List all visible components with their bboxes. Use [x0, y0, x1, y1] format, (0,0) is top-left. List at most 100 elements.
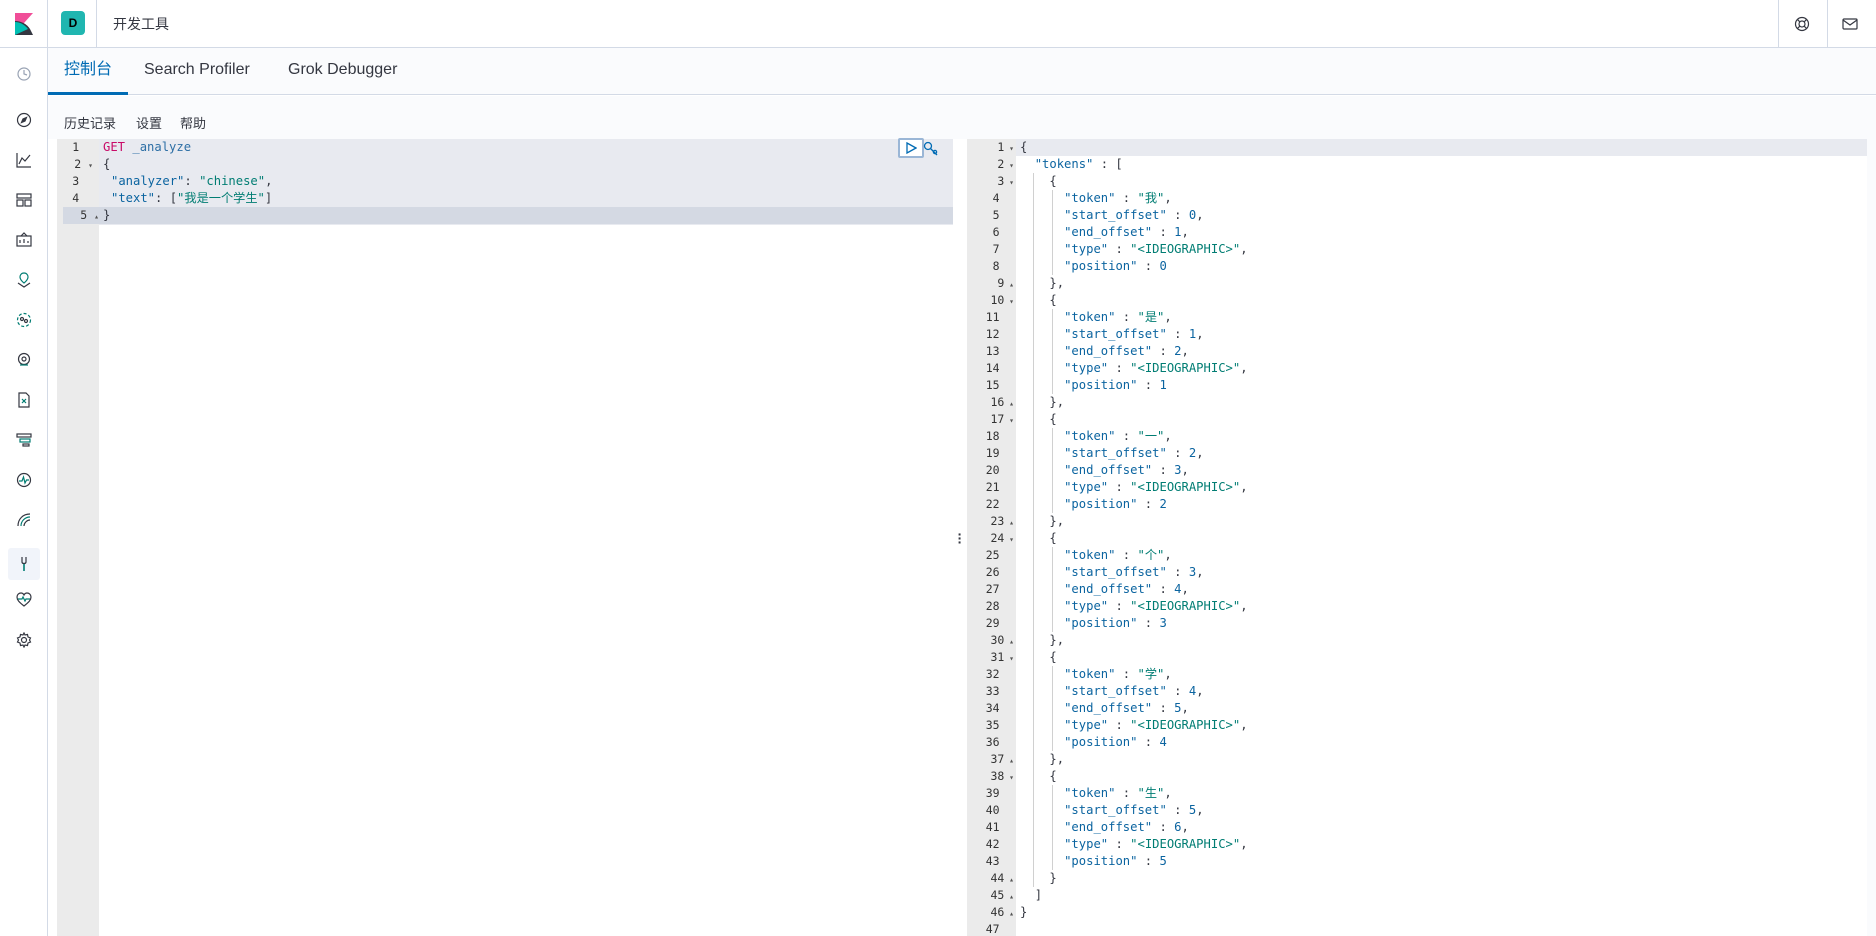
infrastructure-icon[interactable]: [12, 348, 36, 372]
fold-open-icon[interactable]: ▾: [88, 161, 93, 170]
line-number: 13: [968, 343, 1014, 360]
fold-spacer: [1000, 348, 1014, 357]
fold-spacer: [1000, 858, 1014, 867]
wrench-icon[interactable]: [922, 140, 940, 158]
logs-icon[interactable]: [12, 388, 36, 412]
code-line: "start_offset" : 4,: [1064, 684, 1204, 698]
dev-tools-icon[interactable]: [8, 548, 40, 580]
line-number: 16 ▴: [990, 395, 1015, 409]
code-line: {: [1049, 293, 1057, 307]
console-toolbar: 历史记录 设置 帮助: [48, 96, 1876, 139]
line-number: 29: [968, 615, 1014, 632]
tab-grok-debugger[interactable]: Grok Debugger: [288, 61, 398, 78]
apm-icon[interactable]: [12, 428, 36, 452]
code-line: "token" : "生",: [1064, 786, 1172, 800]
request-empty-area[interactable]: [99, 225, 953, 936]
fold-spacer: [1000, 671, 1014, 680]
code-line: {: [1049, 174, 1057, 188]
line-number: 45 ▴: [990, 888, 1015, 902]
code-line: },: [1049, 752, 1065, 766]
fold-close-icon[interactable]: ▴: [1004, 756, 1014, 765]
fold-spacer: [1000, 807, 1014, 816]
line-number: 4: [72, 191, 80, 205]
history-link[interactable]: 历史记录: [64, 116, 117, 131]
code-line: "end_offset" : 6,: [1064, 820, 1189, 834]
fold-close-icon[interactable]: ▴: [94, 212, 99, 221]
fold-open-icon[interactable]: ▾: [1004, 535, 1014, 544]
fold-spacer: [1000, 841, 1014, 850]
send-request-button[interactable]: [898, 138, 924, 158]
line-number: 14: [968, 360, 1014, 377]
line-number: 17 ▾: [990, 412, 1015, 426]
fold-open-icon[interactable]: ▾: [1004, 297, 1014, 306]
code-line: {: [1049, 650, 1057, 664]
code-line: "end_offset" : 3,: [1064, 463, 1189, 477]
canvas-icon[interactable]: [12, 228, 36, 252]
fold-open-icon[interactable]: ▾: [1004, 178, 1014, 187]
code-line: GET _analyze: [103, 140, 192, 154]
header-divider: [1827, 0, 1828, 48]
dashboard-icon[interactable]: [12, 188, 36, 212]
fold-open-icon[interactable]: ▾: [1004, 161, 1014, 170]
code-line: }: [99, 207, 953, 224]
code-line: },: [1049, 514, 1065, 528]
discover-icon[interactable]: [12, 108, 36, 132]
line-number: 4: [968, 190, 1014, 207]
code-line: "type" : "<IDEOGRAPHIC>",: [1064, 480, 1248, 494]
line-number: 26: [968, 564, 1014, 581]
code-line: "start_offset" : 1,: [1064, 327, 1204, 341]
visualize-icon[interactable]: [12, 148, 36, 172]
line-number: 46 ▴: [990, 905, 1015, 919]
fold-spacer: [1000, 195, 1014, 204]
fold-close-icon[interactable]: ▴: [1004, 399, 1014, 408]
fold-close-icon[interactable]: ▴: [1004, 280, 1014, 289]
settings-link[interactable]: 设置: [136, 116, 163, 131]
fold-close-icon[interactable]: ▴: [1004, 518, 1014, 527]
code-line: {: [1049, 769, 1057, 783]
tab-console[interactable]: 控制台: [48, 48, 129, 95]
line-number: 1: [72, 140, 80, 154]
fold-spacer: [1000, 314, 1014, 323]
response-editor[interactable]: 1 ▾2 ▾3 ▾4 5 6 7 8 9 ▴10 ▾11 12 13 14 15…: [967, 139, 1867, 936]
code-line: "position" : 4: [1064, 735, 1167, 749]
line-number: 34: [968, 700, 1014, 717]
code-line: "token" : "一",: [1064, 429, 1172, 443]
code-line: "start_offset" : 0,: [1064, 208, 1204, 222]
monitoring-icon[interactable]: [12, 588, 36, 612]
line-number: 12: [968, 326, 1014, 343]
fold-close-icon[interactable]: ▴: [1004, 909, 1014, 918]
machine-learning-icon[interactable]: [12, 308, 36, 332]
management-icon[interactable]: [12, 628, 36, 652]
help-link[interactable]: 帮助: [180, 116, 207, 131]
fold-open-icon[interactable]: ▾: [1004, 773, 1014, 782]
fold-spacer: [1000, 246, 1014, 255]
editor-resizer[interactable]: ···: [953, 139, 967, 936]
space-avatar[interactable]: D: [61, 11, 85, 35]
fold-spacer: [1000, 926, 1014, 935]
fold-spacer: [1000, 688, 1014, 697]
code-line: "tokens" : [: [1034, 157, 1123, 171]
maps-icon[interactable]: [12, 268, 36, 292]
uptime-icon[interactable]: [12, 468, 36, 492]
mail-icon[interactable]: [1838, 12, 1862, 36]
fold-open-icon[interactable]: ▾: [1004, 144, 1014, 153]
line-number: 5: [968, 207, 1014, 224]
request-editor[interactable]: 1 2 ▾ 3 4 5 ▴ GET _analyze { "analyzer":…: [57, 139, 953, 936]
help-icon[interactable]: [1790, 12, 1814, 36]
fold-close-icon[interactable]: ▴: [1004, 875, 1014, 884]
fold-open-icon[interactable]: ▾: [1004, 654, 1014, 663]
fold-close-icon[interactable]: ▴: [1004, 637, 1014, 646]
kibana-logo-icon[interactable]: [0, 0, 48, 48]
response-scroll-track[interactable]: [1867, 139, 1876, 936]
indent-guide: [1052, 309, 1054, 394]
fold-close-icon[interactable]: ▴: [1004, 892, 1014, 901]
fold-spacer: [1000, 484, 1014, 493]
line-number: 43: [968, 853, 1014, 870]
line-number: 7: [968, 241, 1014, 258]
tab-search-profiler[interactable]: Search Profiler: [144, 61, 250, 78]
siem-icon[interactable]: [12, 508, 36, 532]
recently-viewed-icon[interactable]: [12, 62, 36, 86]
line-number: 19: [968, 445, 1014, 462]
fold-open-icon[interactable]: ▾: [1004, 416, 1014, 425]
line-number: 8: [968, 258, 1014, 275]
